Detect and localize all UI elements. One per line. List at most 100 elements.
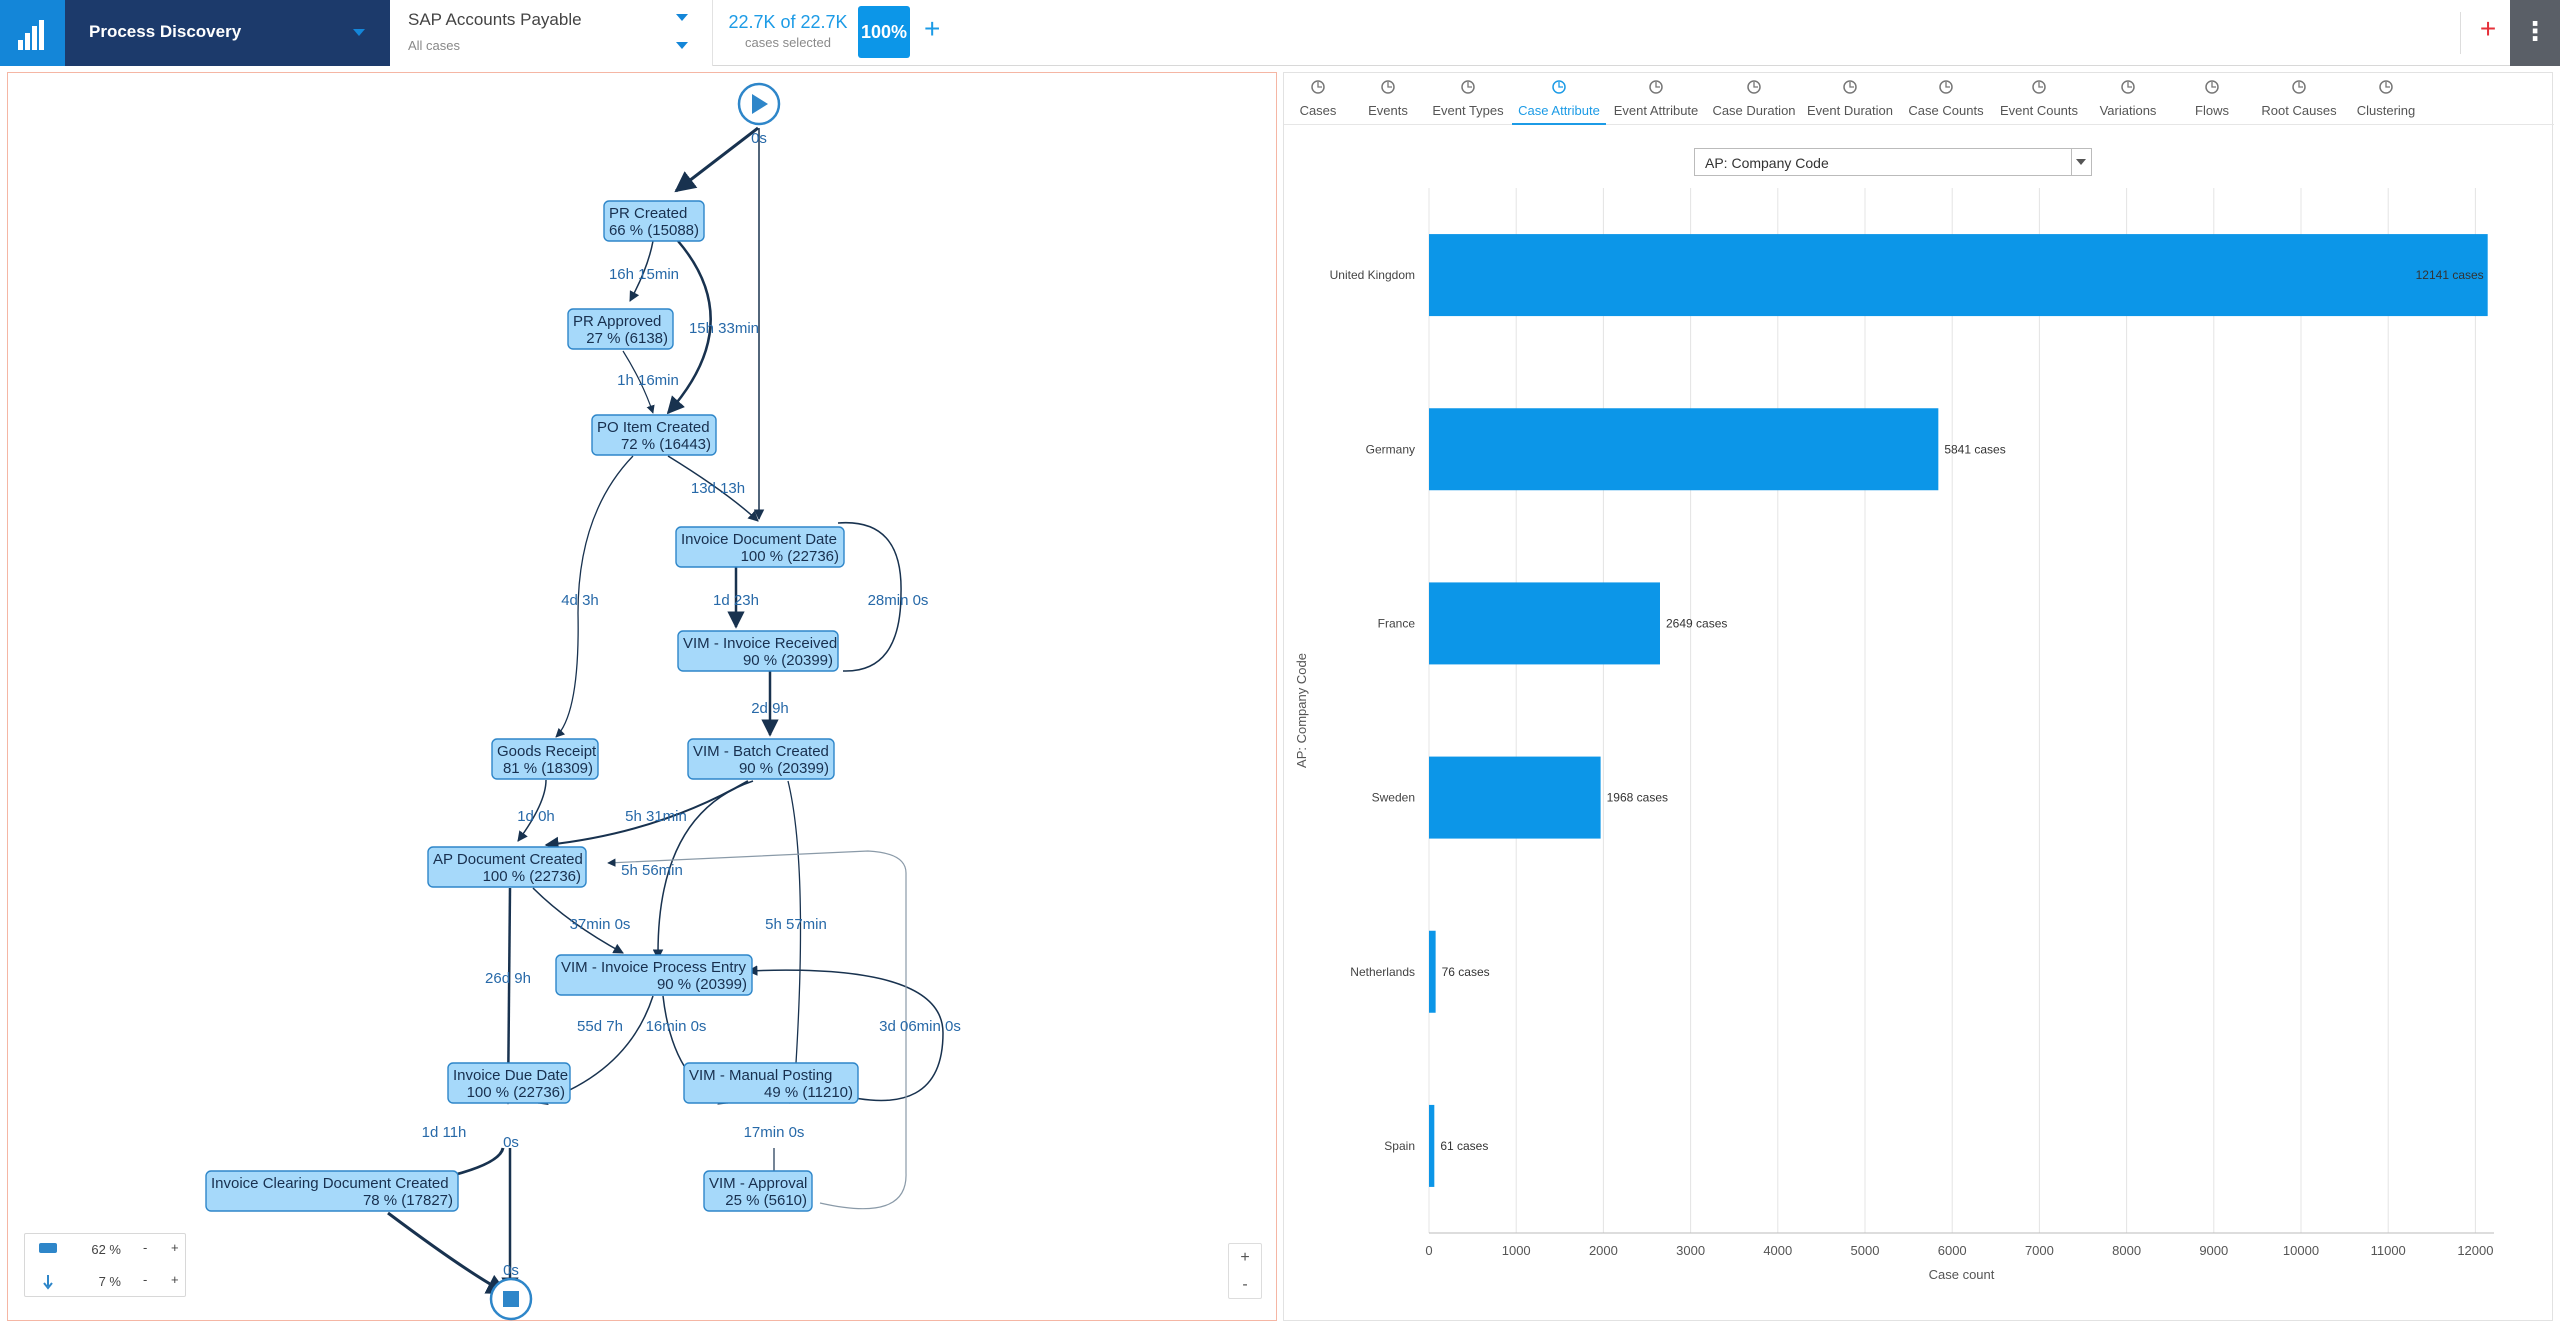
bar-value-label: 61 cases	[1440, 1139, 1488, 1153]
paths-value: 7 %	[98, 1274, 121, 1289]
zoom-in-button[interactable]: +	[1240, 1249, 1250, 1266]
paths-increase-button[interactable]: +	[171, 1272, 179, 1287]
tab-label: Case Attribute	[1518, 103, 1600, 118]
edge-duration-label: 5h 56min	[621, 862, 683, 879]
edge-duration-label: 16h 15min	[609, 266, 679, 283]
zoom-controls: + -	[1228, 1243, 1262, 1299]
edge-duration-label: 13d 13h	[691, 480, 745, 497]
bar[interactable]	[1429, 582, 1660, 665]
chevron-down-icon[interactable]	[676, 42, 688, 49]
cases-selected-indicator: 22.7K of 22.7K cases selected	[728, 12, 848, 50]
activity-stat: 25 % (5610)	[725, 1192, 807, 1209]
tab-label: Variations	[2099, 103, 2157, 118]
activity-name: VIM - Invoice Received	[683, 635, 837, 652]
bar[interactable]	[1429, 234, 2488, 317]
edge[interactable]	[786, 780, 802, 1104]
activity-name: Invoice Document Date	[681, 531, 837, 548]
chevron-down-icon[interactable]	[676, 14, 688, 21]
bar[interactable]	[1429, 930, 1436, 1013]
edge[interactable]	[532, 887, 624, 954]
edge[interactable]	[622, 350, 655, 414]
attribute-select[interactable]: AP: Company Code	[1694, 148, 2092, 176]
activity-name: VIM - Invoice Process Entry	[561, 959, 747, 976]
edge[interactable]	[652, 780, 754, 961]
tab-events[interactable]: Events	[1352, 79, 1424, 125]
bar[interactable]	[1429, 756, 1601, 839]
bar[interactable]	[1429, 408, 1939, 491]
tab-label: Case Duration	[1712, 103, 1796, 118]
tab-case-counts[interactable]: Case Counts	[1898, 79, 1994, 125]
edge-duration-label: 5h 31min	[625, 808, 687, 825]
tab-event-attribute[interactable]: Event Attribute	[1606, 79, 1706, 125]
activities-slider[interactable]: 62 % - +	[25, 1234, 187, 1265]
add-filter-button[interactable]: +	[924, 13, 941, 44]
activity-stat: 49 % (11210)	[764, 1084, 853, 1101]
edge[interactable]	[667, 455, 759, 522]
x-tick-label: 9000	[2199, 1243, 2228, 1258]
tab-event-duration[interactable]: Event Duration	[1802, 79, 1898, 125]
edge[interactable]	[555, 455, 634, 738]
bar[interactable]	[1429, 1104, 1435, 1187]
edge[interactable]	[517, 779, 547, 842]
app-selector[interactable]: Process Discovery	[65, 0, 390, 66]
edge[interactable]	[607, 850, 907, 1210]
add-view-button[interactable]: +	[2479, 13, 2497, 44]
tab-root-causes[interactable]: Root Causes	[2252, 79, 2346, 125]
activities-decrease-button[interactable]: -	[143, 1240, 148, 1255]
more-menu-button[interactable]: ⋮	[2510, 0, 2560, 66]
edge[interactable]	[666, 240, 712, 415]
attribute-select-value: AP: Company Code	[1705, 155, 1829, 171]
tab-case-duration[interactable]: Case Duration	[1706, 79, 1802, 125]
edge-duration-label: 3d 06min 0s	[879, 1018, 961, 1035]
edge[interactable]	[629, 240, 654, 302]
event-types-icon	[1424, 79, 1512, 99]
chevron-down-icon	[2076, 159, 2086, 165]
tab-event-types[interactable]: Event Types	[1424, 79, 1512, 125]
app-logo[interactable]	[0, 0, 65, 66]
case-counts-icon	[1898, 79, 1994, 99]
edge[interactable]	[837, 521, 902, 672]
tab-case-attribute[interactable]: Case Attribute	[1512, 79, 1606, 125]
tab-cases[interactable]: Cases	[1284, 79, 1352, 125]
tab-flows[interactable]: Flows	[2172, 79, 2252, 125]
activity-name: Invoice Due Date	[453, 1067, 568, 1084]
activities-increase-button[interactable]: +	[171, 1240, 179, 1255]
paths-decrease-button[interactable]: -	[143, 1272, 148, 1287]
start-node[interactable]	[737, 82, 781, 126]
start-time-label: 0s	[751, 130, 767, 147]
end-node[interactable]	[489, 1277, 533, 1321]
bar-value-label: 2649 cases	[1666, 616, 1727, 630]
stop-icon	[503, 1291, 519, 1307]
tab-event-counts[interactable]: Event Counts	[1994, 79, 2084, 125]
tab-clustering[interactable]: Clustering	[2346, 79, 2426, 125]
tab-label: Event Duration	[1807, 103, 1893, 118]
activity-stat: 81 % (18309)	[503, 760, 593, 777]
edge[interactable]	[674, 126, 759, 193]
activities-icon	[39, 1242, 57, 1257]
edge-duration-label: 1d 11h	[422, 1124, 467, 1141]
tab-variations[interactable]: Variations	[2084, 79, 2172, 125]
edge[interactable]	[746, 965, 944, 1102]
paths-slider[interactable]: 7 % - +	[25, 1266, 187, 1297]
edge-duration-label: 16min 0s	[646, 1018, 707, 1035]
edge-duration-label: 17min 0s	[744, 1124, 805, 1141]
zoom-out-button[interactable]: -	[1242, 1276, 1248, 1293]
edge[interactable]	[387, 1211, 508, 1295]
datasource-selector[interactable]: SAP Accounts Payable All cases	[390, 0, 713, 66]
select-toggle[interactable]	[2071, 149, 2091, 175]
